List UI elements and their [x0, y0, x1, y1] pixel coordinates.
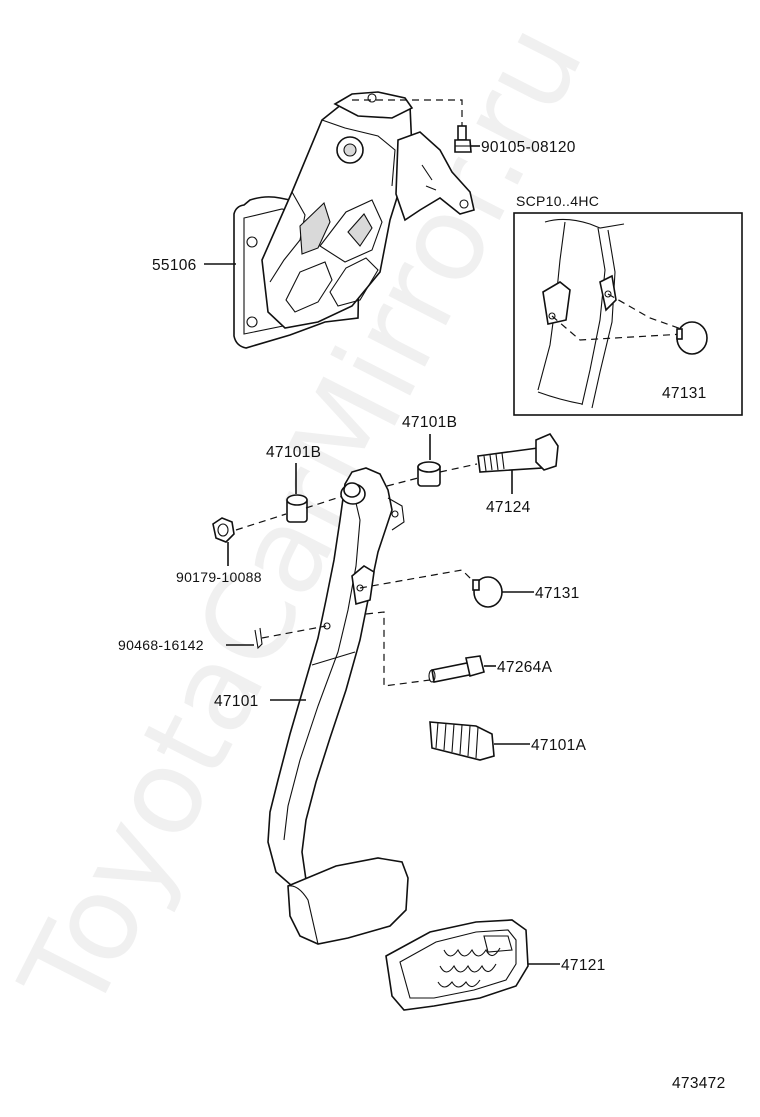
label-47131: 47131 — [535, 585, 580, 602]
label-47101a: 47101A — [531, 737, 587, 754]
label-90105-08120: 90105-08120 — [481, 139, 576, 156]
bushing-47101b-left — [286, 494, 308, 523]
label-90179-10088: 90179-10088 — [176, 569, 262, 585]
pin-90468-16142 — [254, 627, 263, 650]
pedal-bracket-55106 — [233, 91, 475, 349]
label-47124: 47124 — [486, 499, 531, 516]
label-55106: 55106 — [152, 257, 197, 274]
pedal-arm-47101 — [267, 467, 405, 887]
pedal-pad-47121 — [385, 919, 529, 1011]
label-47101b-right: 47101B — [402, 414, 457, 431]
spring-cover-47101a — [429, 721, 495, 761]
inset-label-47131: 47131 — [662, 385, 707, 402]
stopper-47131 — [472, 576, 503, 608]
bolt-90105-08120 — [454, 125, 472, 153]
inset-scp10-4hc: SCP10..4HC 47131 — [513, 193, 743, 416]
diagram-code: 473472 — [672, 1075, 726, 1092]
bushing-47101b-right — [417, 461, 441, 487]
label-47264a: 47264A — [497, 659, 553, 676]
label-47121: 47121 — [561, 957, 606, 974]
label-47101b-left: 47101B — [266, 444, 321, 461]
label-47101: 47101 — [214, 693, 259, 710]
inset-title: SCP10..4HC — [516, 193, 599, 209]
bolt-47124 — [477, 433, 559, 473]
pin-47264a — [428, 655, 485, 683]
nut-90179-10088 — [212, 517, 235, 543]
pedal-pad-on-arm — [287, 857, 409, 945]
label-90468-16142: 90468-16142 — [118, 637, 204, 653]
